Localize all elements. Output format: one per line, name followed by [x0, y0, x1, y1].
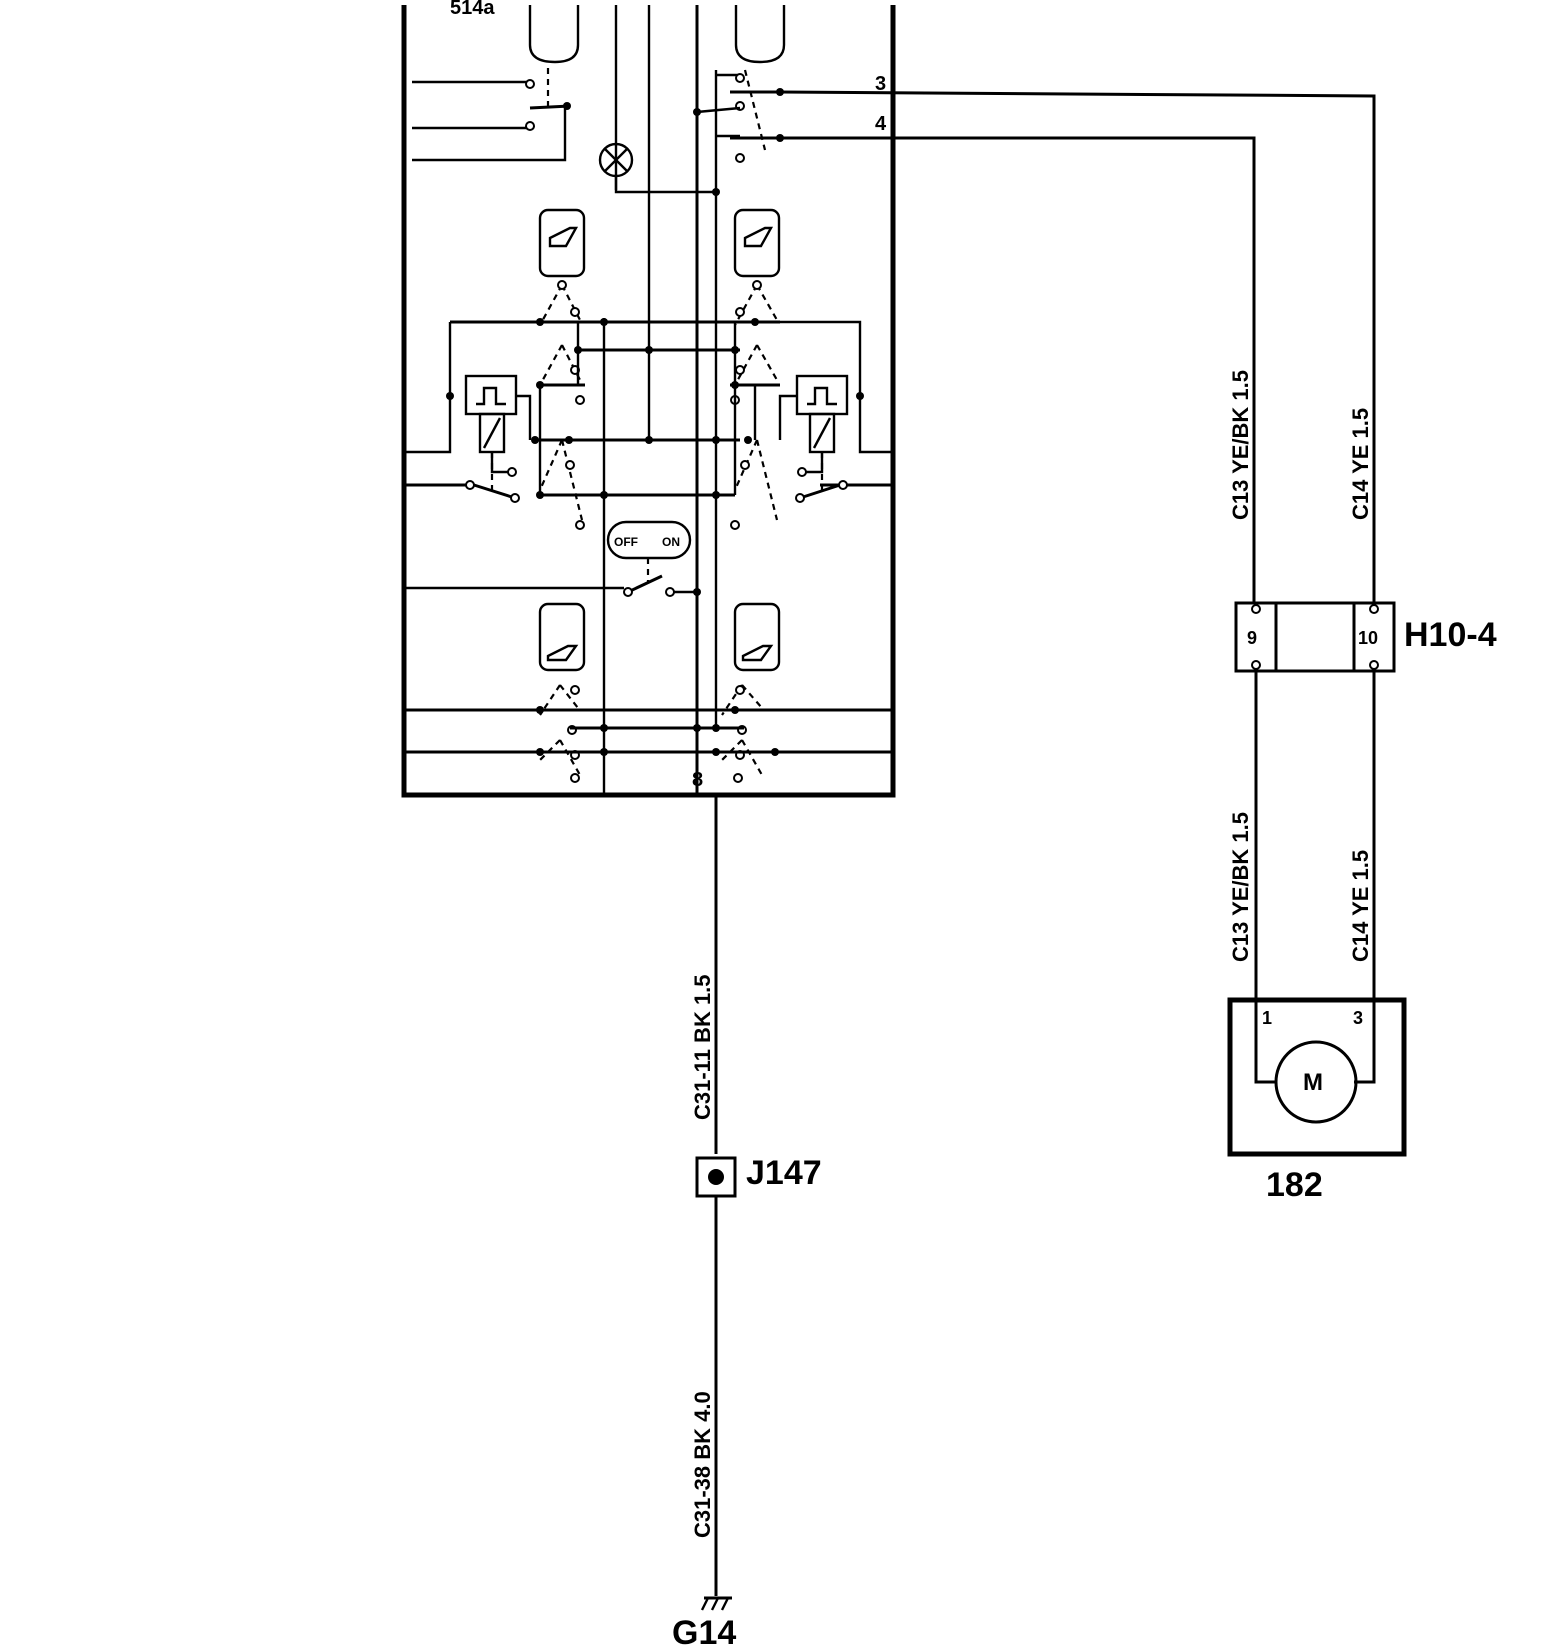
wire-c13-upper-label: C13 YE/BK 1.5: [1228, 370, 1253, 520]
connector-h10-4: 9 10 H10-4: [1234, 601, 1497, 673]
module-label: 514a: [450, 0, 495, 19]
switch-module: 514a: [401, 0, 896, 798]
switch-off-label: OFF: [614, 535, 638, 549]
wire-c14-lower-label: C14 YE 1.5: [1348, 850, 1373, 962]
connector-id: H10-4: [1404, 616, 1497, 654]
wire-c14-upper-label: C14 YE 1.5: [1348, 408, 1373, 520]
wire-c13-upper: [780, 136, 1256, 603]
relay-right: [778, 374, 849, 503]
wire-bk-4-0-label: C31-38 BK 4.0: [690, 1391, 715, 1538]
splice-id: J147: [746, 1154, 822, 1192]
window-up-button-right: [733, 208, 781, 278]
wire-c14-upper: [779, 90, 1376, 603]
module-pin-4: 4: [875, 113, 887, 135]
module-pin-8: 8: [692, 769, 703, 791]
switch-cap-left: [528, 5, 580, 64]
connector-pin-9: 9: [1247, 628, 1257, 648]
connector-pin-10: 10: [1358, 628, 1378, 648]
splice-j147: J147: [695, 1154, 822, 1198]
switch-on-label: ON: [662, 535, 680, 549]
relay-left: [464, 374, 532, 503]
ground-g14: G14: [672, 1596, 736, 1648]
motor-182: M 1 3 182: [1227, 997, 1407, 1204]
motor-id: 182: [1266, 1166, 1323, 1204]
window-down-button-left: [538, 602, 586, 672]
window-down-button-right: [733, 602, 781, 672]
motor-pin-3: 3: [1353, 1008, 1363, 1028]
module-pin-3: 3: [875, 73, 886, 95]
motor-symbol: M: [1303, 1069, 1323, 1096]
wire-bk-1-5-label: C31-11 BK 1.5: [690, 974, 715, 1120]
switch-cap-right: [734, 5, 786, 64]
ground-id: G14: [672, 1614, 736, 1648]
motor-pin-1: 1: [1262, 1008, 1272, 1028]
window-up-button-left: [538, 208, 586, 278]
wire-c13-lower-label: C13 YE/BK 1.5: [1228, 812, 1253, 962]
